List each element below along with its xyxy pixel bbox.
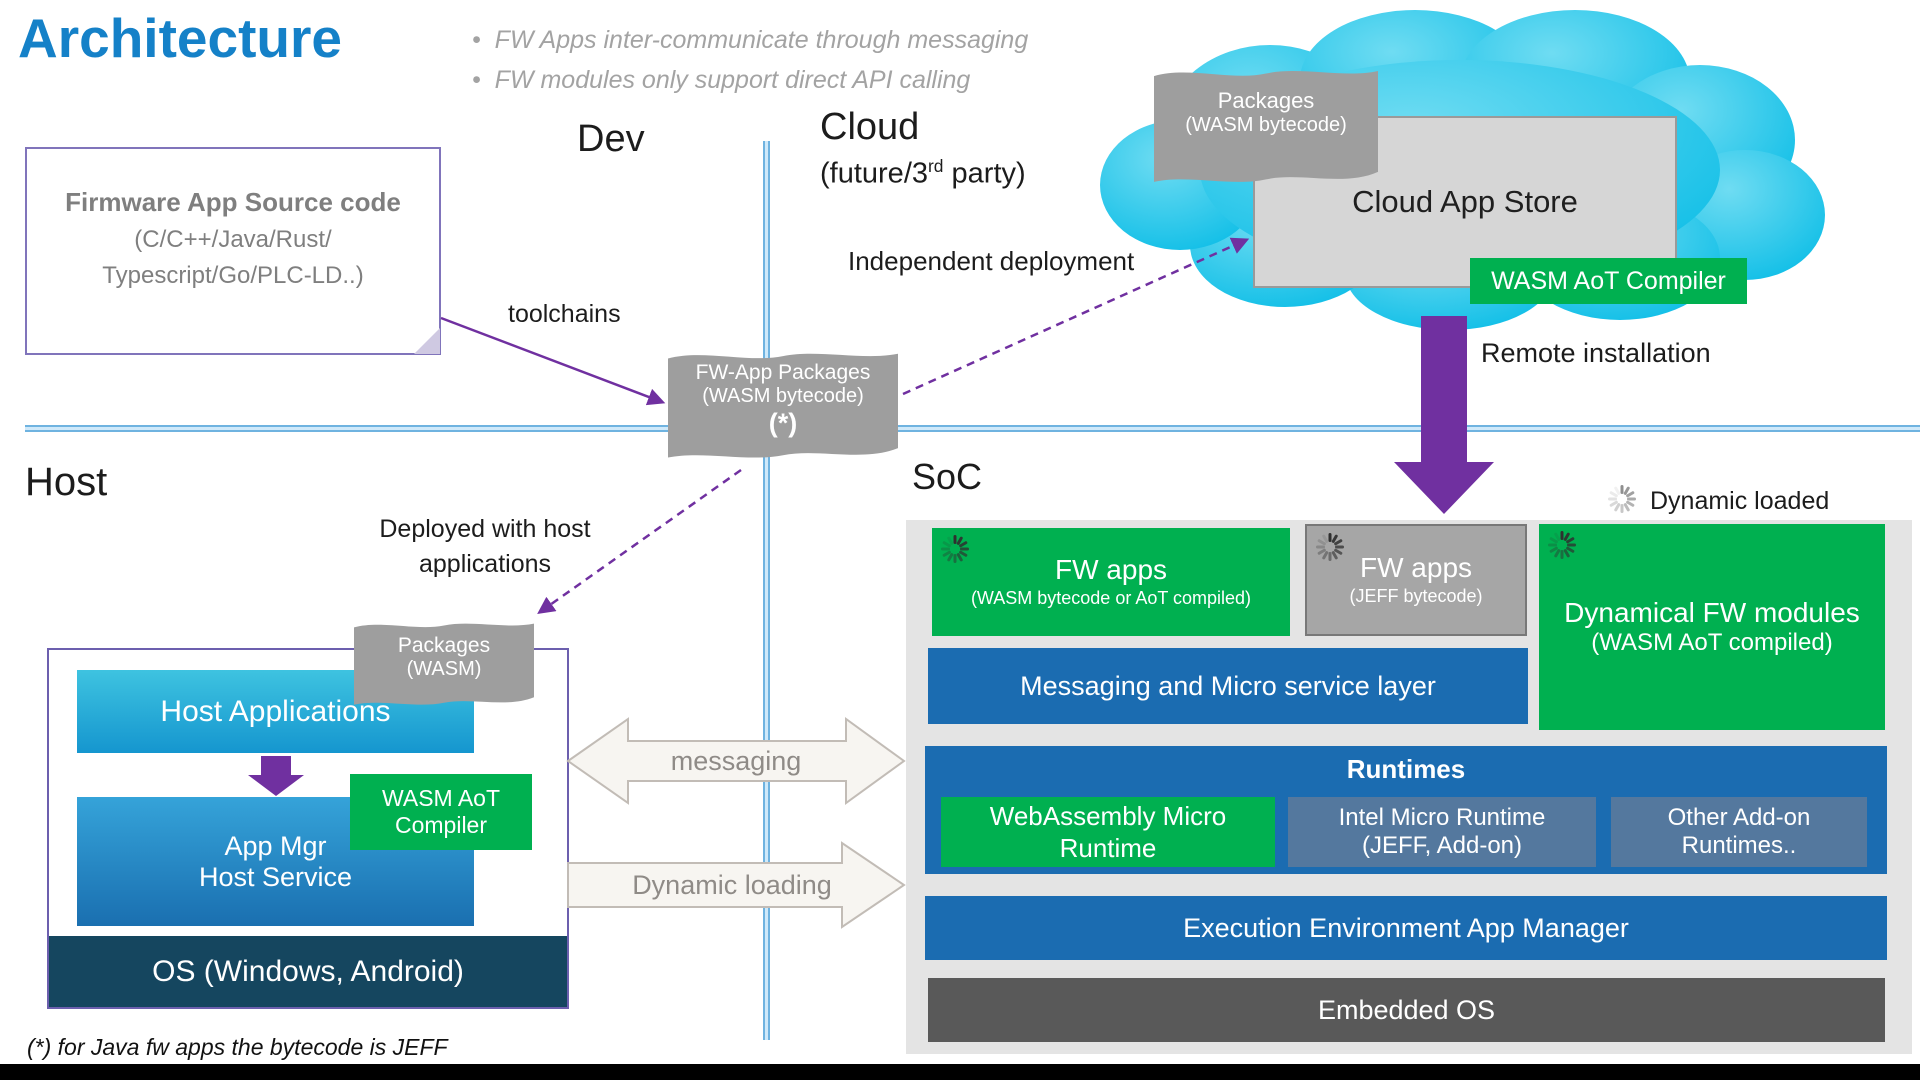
cloud-aot-compiler-box: WASM AoT Compiler <box>1470 258 1747 304</box>
deployed-line2: applications <box>418 550 552 578</box>
other-runtimes-line1: Other Add-on <box>1667 804 1811 831</box>
host-aot-line2: Compiler <box>394 812 488 838</box>
bullet-dot: • <box>472 66 481 94</box>
deployed-line1: Deployed with host <box>379 515 591 543</box>
bullet-text: FW modules only support direct API calli… <box>494 66 971 94</box>
firmware-source-box: Firmware App Source code (C/C++/Java/Rus… <box>25 147 441 355</box>
loading-spinner-icon <box>941 535 969 563</box>
cloud-pkg-line1: Packages <box>1217 88 1315 113</box>
soc-messaging-layer-bar: Messaging and Micro service layer <box>928 648 1528 724</box>
cloud-sub-pre: (future/3 <box>820 157 928 190</box>
dynamic-loaded-spinner-icon <box>1608 485 1636 513</box>
dynamic-loading-label: Dynamic loading <box>632 870 832 900</box>
fw-app-pkg-line3: (*) <box>768 408 798 438</box>
firmware-line1: (C/C++/Java/Rust/ <box>134 226 332 253</box>
firmware-title: Firmware App Source code <box>65 187 401 217</box>
quadrant-label-cloud-sub: (future/3rd party) <box>820 156 1026 191</box>
fw-apps-wasm-title: FW apps <box>1054 553 1168 585</box>
cloud-app-store-label: Cloud App Store <box>1352 184 1578 219</box>
messaging-layer-label: Messaging and Micro service layer <box>1020 670 1436 701</box>
fw-app-pkg-line2: (WASM bytecode) <box>702 385 864 407</box>
exec-env-label: Execution Environment App Manager <box>1183 912 1629 943</box>
cloud-packages-shape: Packages (WASM bytecode) <box>1154 66 1378 192</box>
cloud-sub-post: party) <box>943 157 1026 190</box>
toolchains-label: toolchains <box>508 300 621 328</box>
independent-deployment-label: Independent deployment <box>848 246 1135 276</box>
firmware-line2: Typescript/Go/PLC-LD..) <box>102 262 364 289</box>
quadrant-label-cloud: Cloud <box>820 106 920 148</box>
app-mgr-line1: App Mgr <box>224 830 327 861</box>
footnote: (*) for Java fw apps the bytecode is JEF… <box>27 1034 448 1060</box>
app-mgr-line2: Host Service <box>198 861 353 892</box>
fw-apps-jeff-sub: (JEFF bytecode) <box>1349 585 1483 606</box>
bullet-item: • FW modules only support direct API cal… <box>472 66 970 95</box>
remote-installation-arrow <box>1394 316 1494 514</box>
cloud-aot-compiler-label: WASM AoT Compiler <box>1491 266 1726 295</box>
intel-runtime-line1: Intel Micro Runtime <box>1338 804 1546 831</box>
other-runtimes-box: Other Add-on Runtimes.. <box>1611 797 1867 867</box>
cloud-pkg-line2: (WASM bytecode) <box>1185 114 1347 136</box>
bullet-text: FW Apps inter-communicate through messag… <box>494 26 1029 54</box>
runtimes-title: Runtimes <box>1346 754 1466 784</box>
host-pkg-line1: Packages <box>397 634 491 657</box>
soc-fw-apps-jeff-box: FW apps (JEFF bytecode) <box>1305 524 1527 636</box>
wamr-label: WebAssembly Micro Runtime <box>989 800 1227 864</box>
intel-runtime-line2: (JEFF, Add-on) <box>1361 832 1523 859</box>
cloud-sub-sup: rd <box>928 156 944 176</box>
loading-spinner-icon <box>1316 533 1344 561</box>
dynamic-loaded-label: Dynamic loaded <box>1650 487 1830 515</box>
toolchains-arrow <box>440 316 666 406</box>
host-packages-shape: Packages (WASM) <box>354 620 534 712</box>
bottom-bar <box>0 1064 1920 1080</box>
intel-runtime-box: Intel Micro Runtime (JEFF, Add-on) <box>1288 797 1596 867</box>
bullet-item: • FW Apps inter-communicate through mess… <box>472 26 1028 55</box>
host-os-label: OS (Windows, Android) <box>152 954 464 988</box>
quadrant-label-host: Host <box>25 460 108 504</box>
messaging-label: messaging <box>670 746 802 776</box>
bullet-dot: • <box>472 26 481 54</box>
horizontal-divider-line <box>25 425 1920 432</box>
page-title: Architecture <box>18 7 342 69</box>
embedded-os-label: Embedded OS <box>1317 994 1496 1025</box>
host-pkg-line2: (WASM) <box>406 658 482 680</box>
wamr-box: WebAssembly Micro Runtime <box>941 797 1275 867</box>
fw-apps-jeff-title: FW apps <box>1359 551 1473 583</box>
host-os-box: OS (Windows, Android) <box>49 936 567 1007</box>
other-runtimes-line2: Runtimes.. <box>1681 832 1797 859</box>
dyn-modules-title: Dynamical FW modules <box>1564 597 1860 628</box>
loading-spinner-icon <box>1548 531 1576 559</box>
vertical-divider-line <box>763 141 770 1040</box>
quadrant-label-soc: SoC <box>912 456 983 497</box>
fw-app-packages-shape: FW-App Packages (WASM bytecode) (*) <box>668 349 898 467</box>
exec-env-bar: Execution Environment App Manager <box>925 896 1887 960</box>
note-fold-corner <box>414 328 440 354</box>
soc-dyn-modules-box: Dynamical FW modules (WASM AoT compiled) <box>1539 524 1885 730</box>
quadrant-label-dev: Dev <box>577 118 645 160</box>
fw-apps-wasm-sub: (WASM bytecode or AoT compiled) <box>970 587 1252 608</box>
dyn-modules-sub: (WASM AoT compiled) <box>1591 629 1833 656</box>
soc-fw-apps-wasm-box: FW apps (WASM bytecode or AoT compiled) <box>932 528 1290 636</box>
host-aot-line1: WASM AoT <box>382 785 500 811</box>
embedded-os-bar: Embedded OS <box>928 978 1885 1042</box>
host-aot-compiler-box: WASM AoT Compiler <box>350 774 532 850</box>
remote-installation-label: Remote installation <box>1481 338 1711 368</box>
deployed-with-host-label: Deployed with host applications <box>355 512 615 582</box>
fw-app-pkg-line1: FW-App Packages <box>695 361 871 384</box>
host-applications-label: Host Applications <box>160 694 391 728</box>
